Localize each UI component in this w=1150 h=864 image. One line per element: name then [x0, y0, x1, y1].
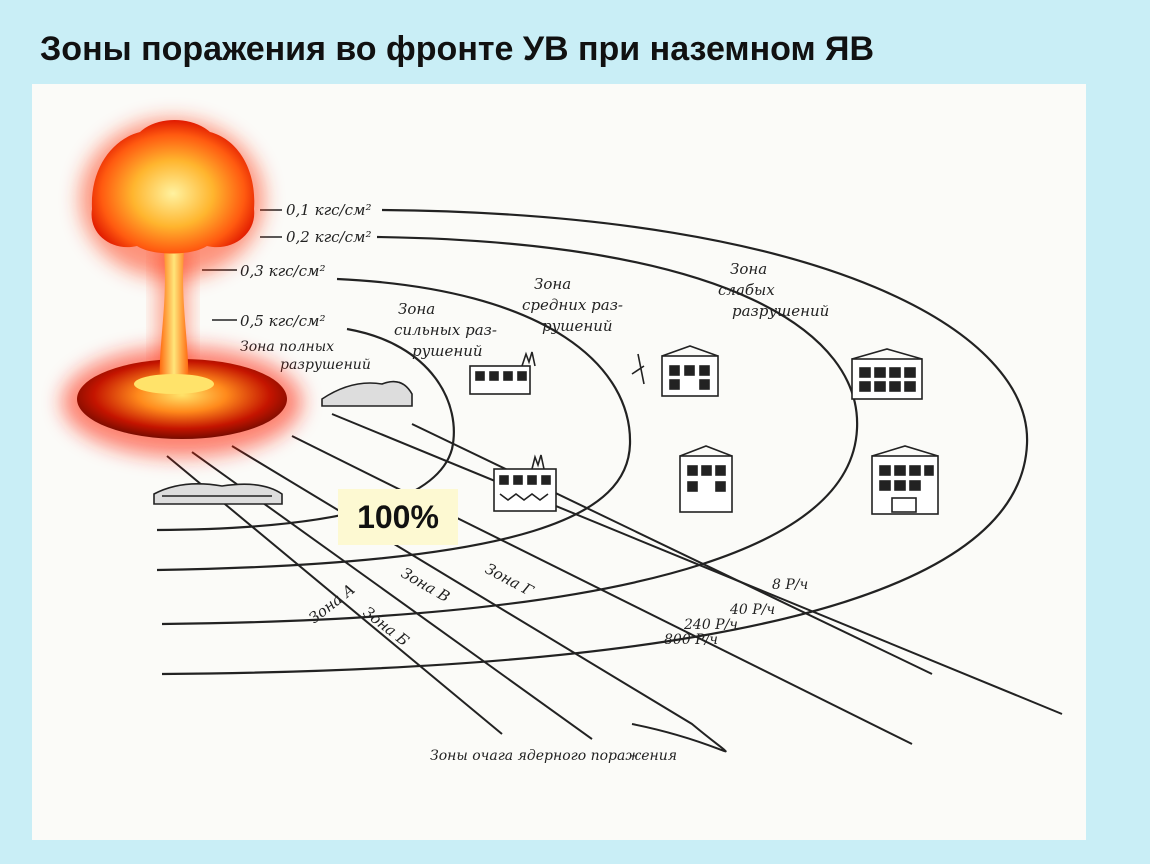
arc-0-3 [156, 277, 632, 572]
zone-mid-line [411, 423, 933, 675]
rubble-icon-1 [153, 482, 283, 505]
dose-rate-40: 40 Р/ч [729, 602, 775, 618]
diagram-svg: 0,1 кгс/см² 0,2 кгс/см² 0,3 кгс/см² 0,5 … [62, 119, 1063, 764]
pressure-label-0-3: 0,3 кгс/см² [240, 262, 325, 280]
zone-full-label-2: разрушений [280, 357, 371, 373]
zone-full-label-1: Зона полных [240, 339, 334, 355]
building-medium-1-icon [631, 345, 719, 397]
zone-g-label: Зона Г [482, 560, 537, 601]
zone-a-label: Зона А [305, 580, 358, 627]
damage-percent-badge: 100% [338, 489, 458, 545]
arc-0-5 [156, 327, 455, 532]
arc-0-1 [161, 208, 1029, 676]
pressure-label-0-2: 0,2 кгс/см² [286, 228, 371, 246]
building-strong-2-icon [493, 454, 557, 512]
zone-weak-label-3: разрушений [732, 302, 829, 320]
zone-v-label: Зона В [398, 564, 453, 606]
zone-g-line [291, 435, 913, 745]
figure-caption: Зоны очага ядерного поражения [430, 748, 677, 764]
arc-0-2 [161, 235, 859, 626]
zone-weak-label-2: слабых [718, 281, 775, 299]
dose-rate-8: 8 Р/ч [772, 577, 808, 593]
zone-strong-label-2: сильных раз- [394, 321, 497, 339]
zone-outer-line [331, 413, 1063, 715]
zone-weak-label-1: Зона [730, 260, 767, 278]
slide-title: Зоны поражения во фронте УВ при наземном… [40, 30, 875, 68]
pressure-label-0-5: 0,5 кгс/см² [240, 312, 325, 330]
zone-b-label: Зона Б [360, 603, 413, 650]
rubble-icon-2 [321, 380, 413, 407]
diagram-figure: 0,1 кгс/см² 0,2 кгс/см² 0,3 кгс/см² 0,5 … [32, 84, 1086, 840]
building-weak-2-icon [871, 445, 939, 515]
zone-medium-label-2: средних раз- [522, 296, 623, 314]
pressure-arcs [156, 208, 1029, 676]
building-weak-1-icon [851, 348, 923, 400]
zone-medium-label-3: рушений [542, 317, 613, 335]
zone-medium-label-1: Зона [534, 275, 571, 293]
dose-rate-800: 800 Р/ч [664, 632, 718, 648]
pressure-label-0-1: 0,1 кгс/см² [286, 201, 371, 219]
zone-strong-label-3: рушений [412, 342, 483, 360]
dose-rate-240: 240 Р/ч [683, 617, 738, 633]
zone-strong-label-1: Зона [398, 300, 435, 318]
mushroom-cloud-icon [62, 119, 302, 457]
building-icons [153, 345, 939, 515]
building-medium-2-icon [679, 445, 733, 513]
building-strong-1-icon [469, 351, 536, 395]
zone-v-line [231, 445, 727, 753]
